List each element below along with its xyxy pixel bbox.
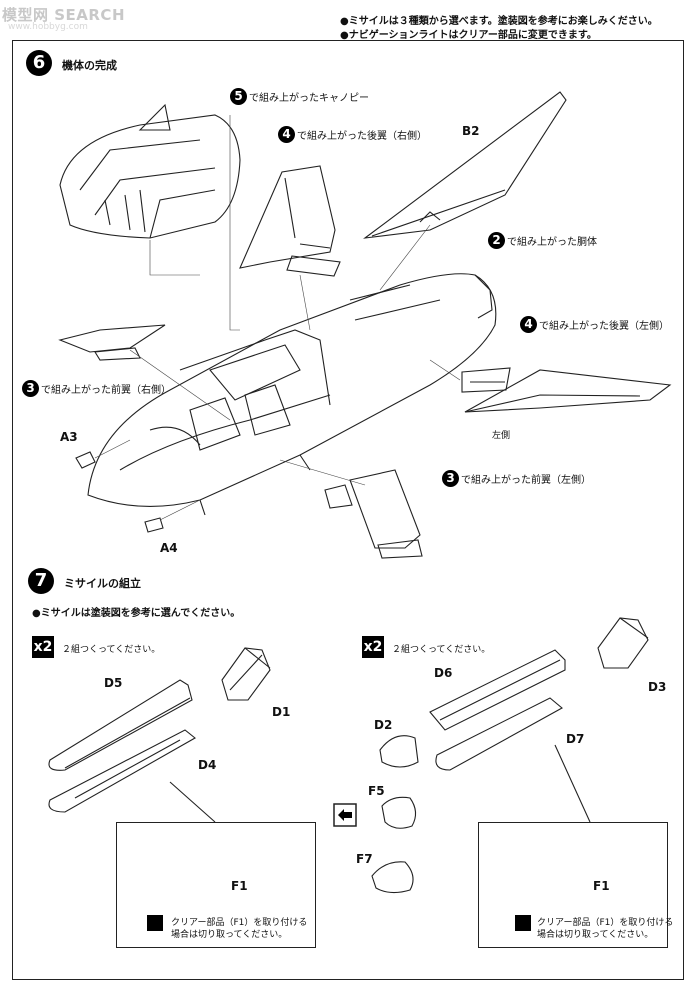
guide-a3	[94, 439, 131, 459]
guide-rear-left	[429, 359, 461, 381]
guide-front-left	[279, 459, 366, 486]
missile-d7-drawing	[435, 697, 563, 771]
guide-a4	[159, 499, 201, 521]
part-a3-drawing	[75, 451, 96, 469]
label-a3: A3	[60, 430, 78, 444]
missile-d6-drawing	[429, 649, 566, 731]
label-d6: D6	[434, 666, 453, 680]
label-f7: F7	[356, 852, 373, 866]
label-f5: F5	[368, 784, 385, 798]
clear-note-left-2: 場合は切り取ってください。	[171, 930, 288, 940]
missile-d2-drawing	[379, 735, 419, 768]
guide-b2	[379, 224, 431, 291]
clear-note-right-2: 場合は切り取ってください。	[537, 930, 654, 940]
label-f1-left: F1	[231, 879, 248, 893]
part-a4-drawing	[144, 517, 164, 533]
clear-part-icon-right	[515, 915, 531, 931]
label-d3: D3	[648, 680, 667, 694]
detail-box-right: F1 クリアー部品（F1）を取り付ける 場合は切り取ってください。	[478, 822, 674, 948]
top-note-2: ●ナビゲーションライトはクリアー部品に変更できます。	[340, 30, 597, 41]
part-b2-drawing	[363, 91, 567, 239]
missile-d4-drawing	[48, 729, 196, 813]
label-a4: A4	[160, 541, 178, 555]
step-7-note: ●ミサイルは塗装図を参考に選んでください。	[32, 608, 241, 619]
clear-note-right-1: クリアー部品（F1）を取り付ける	[537, 918, 674, 928]
detail-pointer-right	[554, 744, 591, 823]
step-6-number: 6	[26, 50, 52, 76]
label-d5: D5	[104, 676, 123, 690]
label-d4: D4	[198, 758, 217, 772]
multiplier-badge-right: x2	[362, 636, 384, 658]
label-b2: B2	[462, 124, 480, 138]
label-d1: D1	[272, 705, 291, 719]
front-wing-right-drawing	[58, 324, 166, 361]
step-7-title: ミサイルの組立	[64, 577, 141, 590]
label-d2: D2	[374, 718, 393, 732]
swap-arrow-glyph	[338, 809, 352, 821]
canopy-drawing	[59, 103, 241, 239]
guide-front-right	[129, 349, 231, 421]
missile-d5-drawing	[48, 679, 193, 771]
make-two-left: ２組つくってください。	[62, 645, 161, 655]
part-f7-drawing	[371, 861, 414, 894]
clear-note-left-1: クリアー部品（F1）を取り付ける	[171, 918, 308, 928]
detail-box-left: F1 クリアー部品（F1）を取り付ける 場合は切り取ってください。	[116, 822, 316, 948]
missile-d3-drawing	[597, 617, 649, 669]
guide-canopy-2	[149, 240, 200, 276]
step-6-title: 機体の完成	[62, 59, 117, 72]
clear-part-icon-left	[147, 915, 163, 931]
multiplier-badge-left: x2	[32, 636, 54, 658]
label-d7: D7	[566, 732, 585, 746]
step-7-number: 7	[28, 568, 54, 594]
part-f5-drawing	[381, 796, 417, 829]
top-note-1: ●ミサイルは３種類から選べます。塗装図を参考にお楽しみください。	[340, 16, 658, 27]
missile-d1-drawing	[221, 647, 271, 701]
rear-wing-right-drawing	[239, 165, 341, 277]
guide-canopy	[229, 115, 240, 331]
watermark-logo: 模型网 SEARCH	[2, 6, 125, 24]
detail-pointer-left	[169, 781, 216, 823]
instruction-frame	[12, 40, 684, 980]
make-two-right: ２組つくってください。	[392, 645, 491, 655]
rear-wing-left-drawing	[461, 367, 672, 413]
front-wing-left-drawing	[324, 469, 423, 559]
fuselage-drawing	[87, 273, 497, 516]
watermark-url: www.hobbyg.com	[8, 22, 88, 32]
label-f1-right: F1	[593, 879, 610, 893]
label-left-side: 左側	[492, 431, 511, 441]
guide-rear-right	[299, 274, 311, 331]
